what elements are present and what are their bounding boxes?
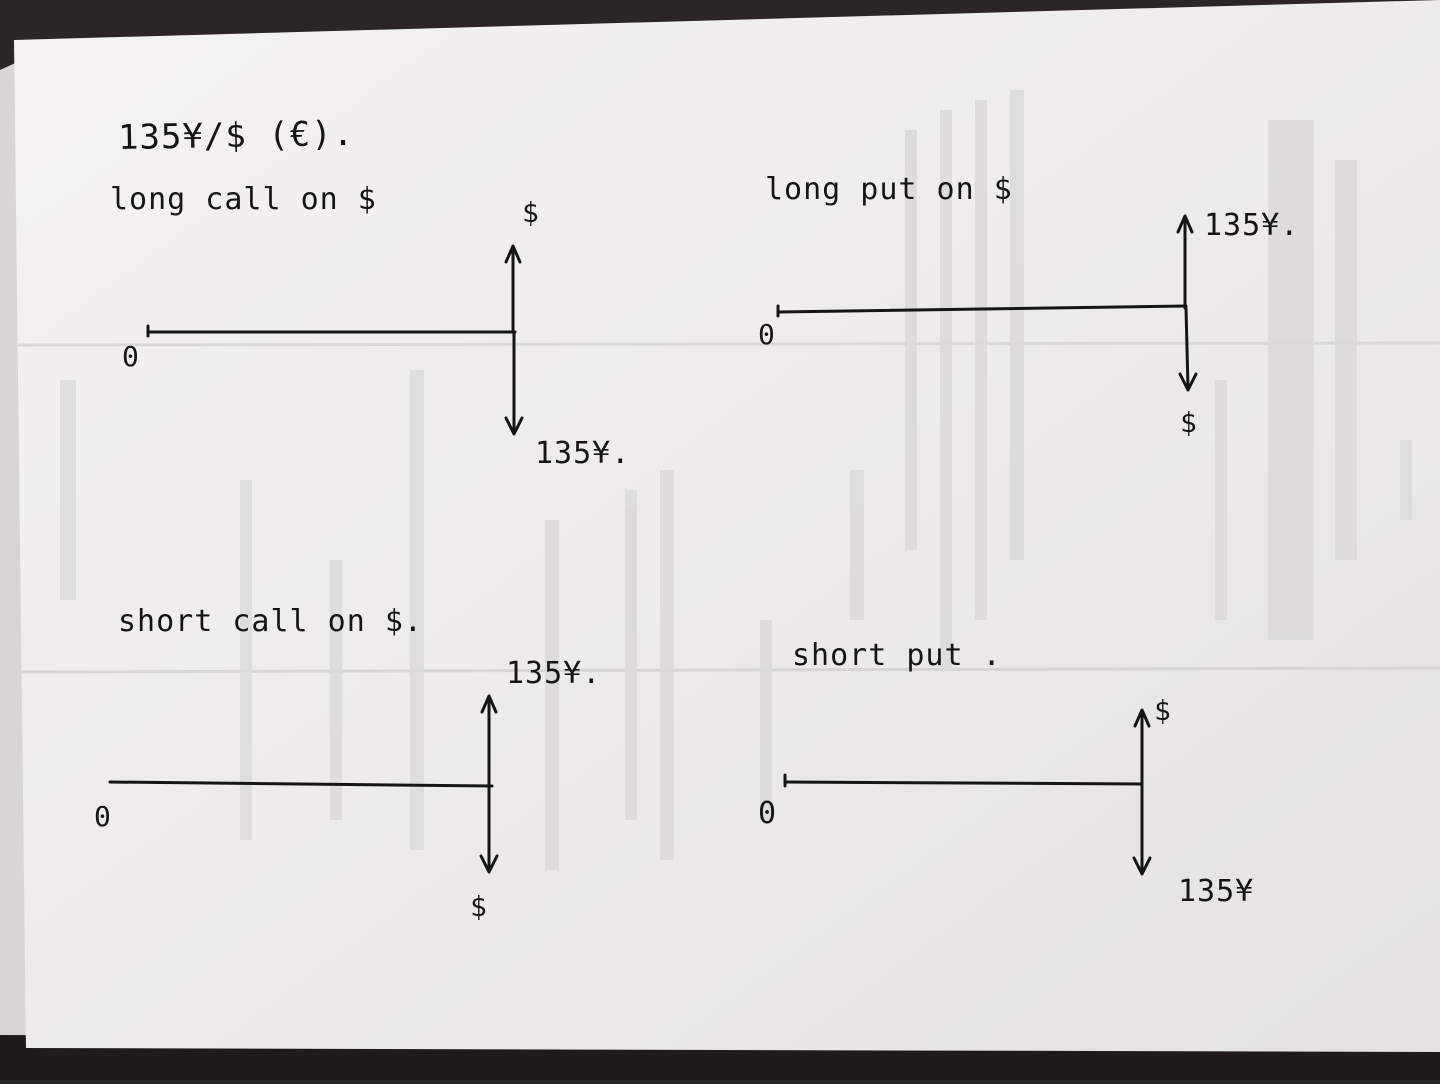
origin-label-short-call: 0 (94, 800, 112, 833)
down-label-short-call: $ (470, 890, 488, 923)
arrow-down-long-put (1178, 306, 1198, 392)
down-label-short-put: 135¥ (1178, 874, 1255, 909)
diagram-title-short-put: short put . (792, 638, 1002, 673)
origin-label-long-call: 0 (122, 340, 140, 373)
up-label-short-put: $ (1154, 694, 1172, 727)
diagram-title-short-call: short call on $. (118, 604, 423, 639)
up-label-long-put: 135¥. (1204, 208, 1300, 243)
timeline-long-put (776, 304, 1188, 318)
timeline-short-call (108, 780, 494, 788)
timeline-short-put (783, 773, 1144, 788)
diagram-title-long-call: long call on $ (110, 182, 377, 217)
down-label-long-put: $ (1180, 406, 1198, 439)
origin-label-short-put: 0 (758, 796, 778, 831)
down-label-long-call: 135¥. (535, 436, 631, 471)
arrow-up-short-put (1133, 708, 1151, 786)
arrow-down-short-call (479, 784, 499, 874)
arrow-up-short-call (480, 694, 498, 788)
arrow-up-long-put (1176, 214, 1194, 310)
arrow-down-long-call (504, 330, 524, 436)
timeline-long-call (146, 324, 517, 338)
diagram-title-long-put: long put on $ (765, 172, 1013, 207)
arrow-down-short-put (1132, 782, 1152, 876)
up-label-long-call: $ (522, 196, 540, 229)
arrow-up-long-call (504, 244, 522, 334)
up-label-short-call: 135¥. (506, 656, 602, 691)
exchange-rate-note: 135¥/$ (€). (117, 113, 355, 158)
origin-label-long-put: 0 (758, 318, 776, 351)
